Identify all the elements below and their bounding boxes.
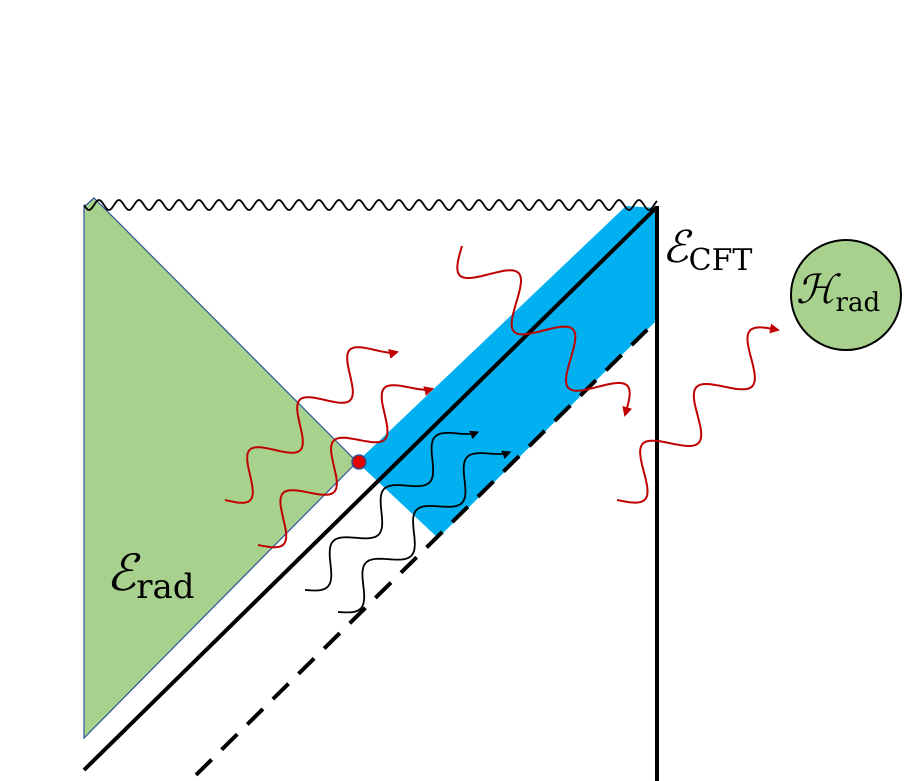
radiation-arrows-red (224, 245, 780, 549)
radiation-wave-arrow (616, 323, 780, 504)
quantum-extremal-surface-dot (351, 454, 367, 470)
label-h-rad: ℋrad (796, 267, 880, 318)
radiation-wave-arrow (257, 384, 435, 549)
label-e-cft: ℰCFT (662, 222, 752, 278)
hawking-mode-wave (337, 450, 512, 614)
green-radiation-region (83, 197, 358, 740)
hawking-mode-wave (304, 430, 480, 592)
radiation-wave-arrow (456, 245, 633, 417)
radiation-wave-arrow (224, 346, 400, 504)
singularity-wavy-line (83, 199, 658, 211)
blue-cft-region (357, 206, 657, 538)
hawking-modes-black (304, 430, 512, 614)
h-rad-circle (790, 239, 902, 351)
horizon-line (82, 205, 659, 772)
label-e-rad: ℰrad (106, 544, 195, 607)
